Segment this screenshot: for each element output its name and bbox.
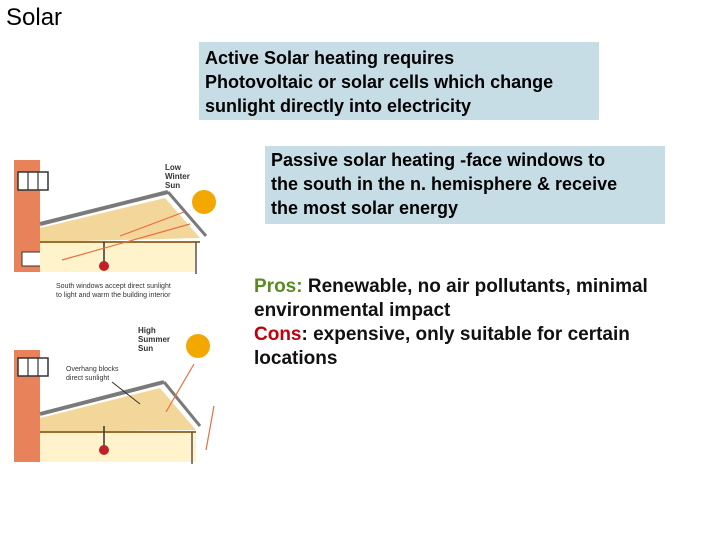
summer-sun-icon (186, 334, 210, 358)
winter-thermometer (99, 261, 109, 271)
summer-label-2: Summer (138, 335, 170, 344)
passive-solar-box: Passive solar heating -face windows to t… (265, 146, 665, 224)
pros-line: Pros: Renewable, no air pollutants, mini… (254, 275, 714, 299)
pros-line-2: environmental impact (254, 300, 451, 321)
summer-label-3: Sun (138, 344, 153, 353)
summer-thermometer (99, 445, 109, 455)
cons-label: Cons (254, 324, 302, 345)
cons-text: expensive, only suitable for certain (307, 324, 630, 345)
passive-line-1: Passive solar heating -face windows to (271, 150, 606, 170)
summer-interior (40, 432, 196, 462)
passive-solar-diagram: Low Winter Sun South windows accept dire… (14, 160, 216, 464)
slide-title: Solar (6, 4, 63, 31)
winter-truss (40, 198, 200, 242)
summer-truss (40, 388, 196, 432)
active-line-1: Active Solar heating requires (205, 48, 455, 68)
pros-label: Pros: (254, 276, 303, 297)
cons-line: Cons: expensive, only suitable for certa… (254, 323, 714, 347)
active-line-2: Photovoltaic or solar cells which change (205, 72, 554, 92)
pros-cons-text: Pros: Renewable, no air pollutants, mini… (254, 275, 714, 371)
cons-colon: : (301, 324, 308, 345)
caption-line-2: to light and warm the building interior (56, 292, 171, 299)
summer-label-1: High (138, 326, 156, 335)
winter-window (17, 171, 49, 191)
cons-line-2: locations (254, 348, 338, 369)
summer-roof (39, 380, 165, 416)
active-line-3: sunlight directly into electricity (205, 96, 472, 116)
summer-house: High Summer Sun Overhang blocks direct s… (14, 326, 215, 464)
winter-roof (39, 190, 169, 226)
active-solar-box: Active Solar heating requires Photovolta… (199, 42, 599, 120)
overhang-line-1: Overhang blocks (66, 366, 119, 373)
passive-line-3: the most solar energy (271, 198, 459, 218)
winter-label-3: Sun (165, 181, 180, 190)
winter-interior (40, 242, 196, 272)
winter-label-2: Winter (165, 172, 190, 181)
winter-house: Low Winter Sun South windows accept dire… (14, 160, 216, 299)
overhang-line-2: direct sunlight (66, 375, 109, 382)
caption-line-1: South windows accept direct sunlight (56, 283, 171, 290)
pros-text: Renewable, no air pollutants, minimal (302, 276, 648, 297)
winter-sun-icon (192, 190, 216, 214)
winter-label-1: Low (165, 163, 182, 172)
summer-window (17, 357, 49, 377)
passive-line-2: the south in the n. hemisphere & receive (271, 174, 618, 194)
